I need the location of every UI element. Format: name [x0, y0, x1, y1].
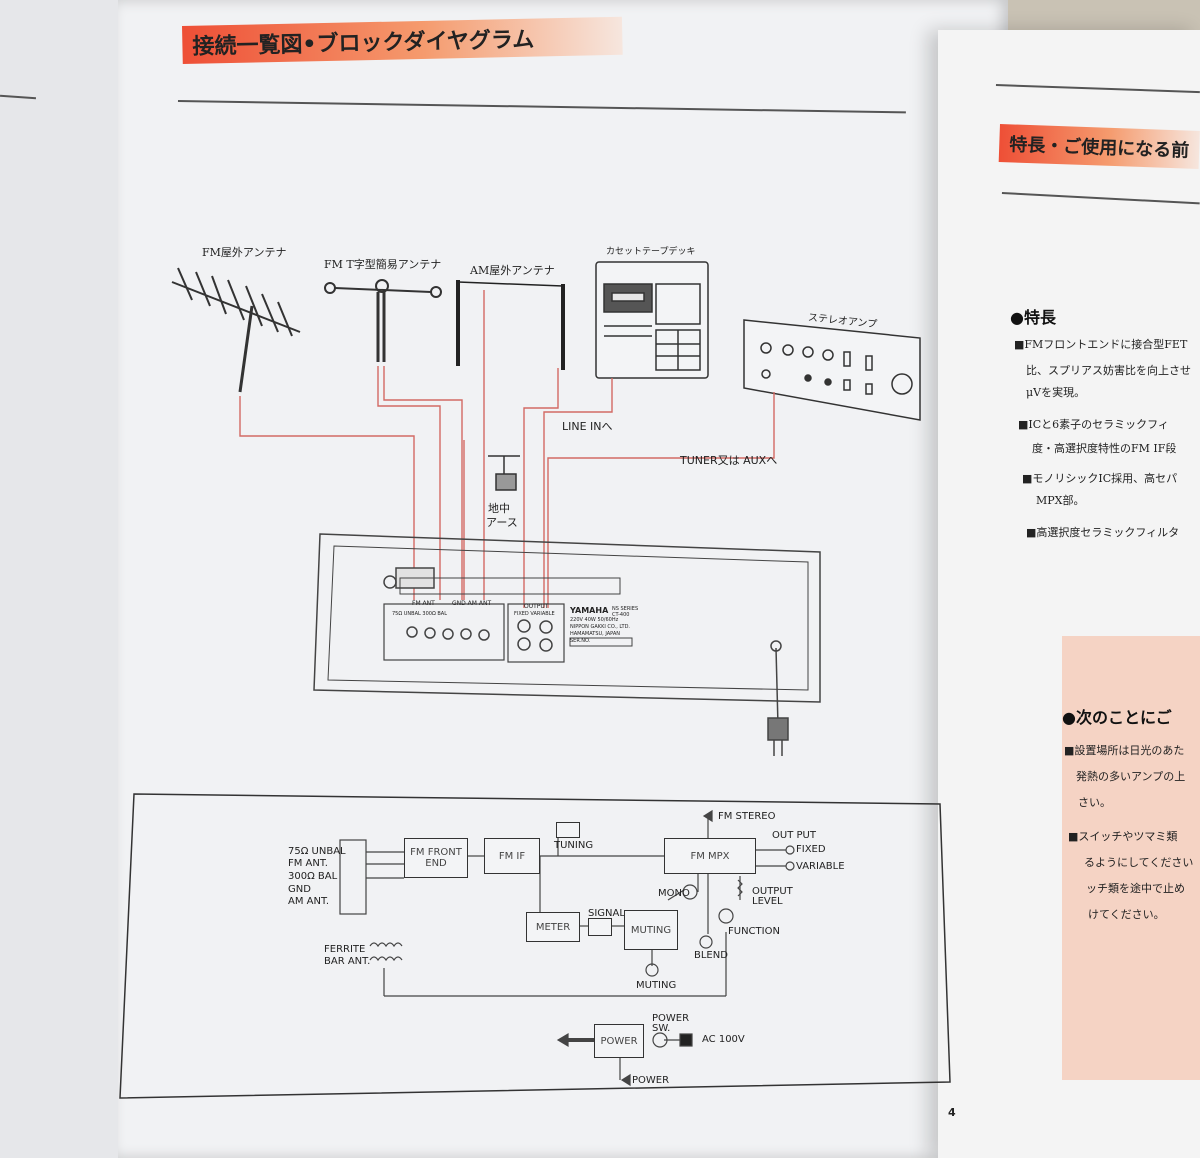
brand-logo: YAMAHA: [570, 606, 609, 615]
caution-line: ッチ類を途中で止め: [1086, 882, 1185, 895]
fm-stereo-label: FM STEREO: [718, 811, 776, 822]
fixed-output-label: FIXED: [796, 844, 826, 855]
power-block: POWER: [594, 1024, 644, 1058]
fm-t-antenna-icon: [324, 279, 442, 362]
ferrite-label-2: BAR ANT.: [324, 956, 371, 967]
power-sw-label-1: POWER: [652, 1013, 690, 1024]
input-label: 75Ω UNBAL: [288, 846, 346, 857]
line-in-label: LINE INへ: [562, 420, 613, 433]
am-outdoor-antenna-icon: [456, 280, 565, 370]
ground-icon: [488, 455, 520, 491]
fm-outdoor-antenna-icon: [171, 267, 301, 393]
panel-gnd-am-ant-label: GND AM ANT: [452, 600, 492, 607]
block-diagram-frame: [119, 793, 951, 1099]
fm-if-block: FM IF: [484, 838, 540, 874]
signal-label: SIGNAL: [588, 908, 625, 919]
input-label: AM ANT.: [288, 896, 330, 907]
power-lamp-label: POWER: [632, 1075, 670, 1086]
output-level-label-1: OUTPUT: [752, 886, 793, 897]
right-page-title-banner: 特長・ご使用になる前: [998, 124, 1200, 169]
ground-label-1: 地中: [488, 502, 510, 515]
caution-heading: ●次のことにご: [1062, 708, 1172, 727]
panel-75-label: 75Ω UNBAL 300Ω BAL: [392, 611, 447, 617]
ac-label: AC 100V: [702, 1034, 745, 1045]
serial-label: SER.NO.: [570, 638, 591, 644]
fm-mpx-block: FM MPX: [664, 838, 756, 874]
feature-line: 比、スプリアス妨害比を向上させ: [1026, 364, 1191, 377]
power-sw-label-2: SW.: [652, 1023, 671, 1034]
input-label: 300Ω BAL: [288, 871, 338, 882]
origin-label: HAMAMATSU, JAPAN: [570, 631, 620, 637]
variable-output-label: VARIABLE: [796, 861, 845, 872]
model-label: CT-400: [612, 612, 630, 618]
block-diagram-lines: [339, 809, 795, 1087]
caution-box: [1062, 636, 1200, 1080]
blend-label: BLEND: [694, 950, 728, 961]
fm-front-end-block: FM FRONT END: [404, 838, 468, 878]
feature-line: μVを実現。: [1026, 386, 1086, 399]
main-page: [118, 0, 1008, 1158]
tuning-meter-icon: [556, 822, 580, 838]
meter-block: METER: [526, 912, 580, 942]
cassette-deck-icon: [595, 261, 709, 379]
maker-label: NIPPON GAKKI CO., LTD.: [570, 624, 631, 630]
series-label: NS SERIES: [612, 606, 639, 612]
caution-line: けてください。: [1088, 908, 1165, 921]
am-outdoor-antenna-label: AM屋外アンテナ: [470, 264, 555, 277]
stereo-amp-icon: [743, 319, 921, 421]
panel-output-label: OUTPUT: [524, 603, 549, 610]
caution-line: さい。: [1078, 796, 1111, 809]
tuner-rear-panel: [313, 533, 821, 756]
feature-line: MPX部。: [1036, 494, 1085, 507]
caution-line: ■設置場所は日光のあた: [1064, 744, 1185, 757]
ground-label-2: アース: [486, 516, 518, 529]
feature-line: ■高選択度セラミックフィルタ: [1026, 526, 1180, 539]
muting-lamp-label: MUTING: [636, 980, 677, 991]
features-heading: ●特長: [1010, 308, 1056, 327]
feature-line: ■FMフロントエンドに接合型FET: [1014, 338, 1188, 351]
tuner-aux-label: TUNER又は AUXへ: [680, 454, 778, 467]
feature-line: ■モノリシックIC採用、高セパ: [1022, 472, 1178, 485]
caution-line: るようにしてください: [1084, 856, 1194, 869]
function-label: FUNCTION: [728, 926, 780, 937]
output-put-label: OUT PUT: [772, 830, 816, 841]
tuning-label: TUNING: [554, 840, 594, 851]
caution-line: 発熱の多いアンプの上: [1076, 770, 1186, 783]
fm-t-antenna-label: FM T字型簡易アンテナ: [324, 258, 442, 271]
panel-fixed-variable-label: FIXED VARIABLE: [514, 611, 555, 617]
left-page: [0, 0, 140, 1158]
caution-line: ■スイッチやツマミ類: [1068, 830, 1178, 843]
page-number: 4: [948, 1106, 956, 1119]
muting-block: MUTING: [624, 910, 678, 950]
panel-fm-ant-label: FM ANT: [412, 600, 435, 607]
cassette-deck-label: カセットテープデッキ: [606, 247, 696, 257]
mono-label: MONO: [658, 888, 690, 899]
input-label: FM ANT.: [288, 858, 328, 869]
input-label: GND: [288, 884, 311, 895]
ferrite-label-1: FERRITE: [324, 944, 366, 955]
signal-meter-icon: [588, 918, 612, 936]
feature-line: 度・高選択度特性のFM IF段: [1032, 442, 1177, 455]
connection-wires: [239, 290, 775, 608]
fm-outdoor-antenna-label: FM屋外アンテナ: [202, 246, 287, 259]
power-spec-label: 220V 40W 50/60Hz: [570, 617, 619, 623]
feature-line: ■ICと6素子のセラミックフィ: [1018, 418, 1169, 431]
output-level-label-2: LEVEL: [752, 896, 783, 907]
